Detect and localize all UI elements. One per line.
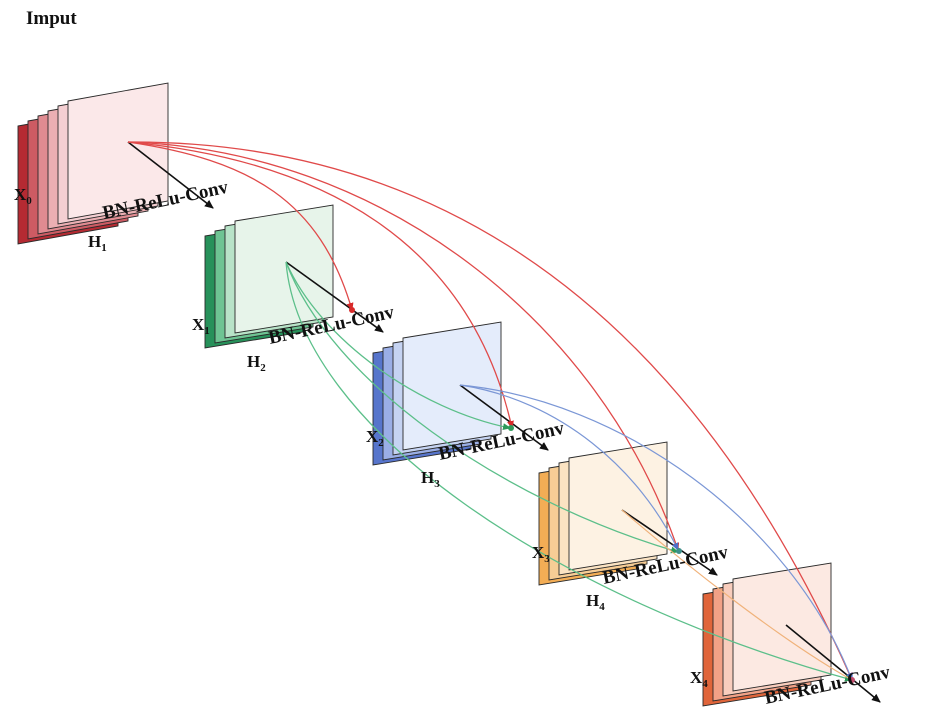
dense-link-x2-out bbox=[459, 384, 853, 681]
seq-arrow-x1-x2 bbox=[285, 261, 384, 333]
feature-stack-x1 bbox=[204, 204, 334, 349]
h1-label: H1 bbox=[88, 232, 107, 254]
sequential-arrows bbox=[127, 141, 881, 703]
x0-label: X0 bbox=[14, 185, 32, 207]
x4-layer-4 bbox=[732, 562, 832, 692]
feature-stack-x2 bbox=[372, 321, 502, 466]
dense-link-x0-h2 bbox=[127, 141, 354, 311]
seq-arrow-x3-x4 bbox=[621, 509, 718, 576]
dense-connections-from-x3 bbox=[621, 509, 853, 681]
seq-arrow-x2-x3 bbox=[459, 384, 549, 451]
dense-link-x0-h4 bbox=[127, 141, 680, 551]
x2-label: X2 bbox=[366, 427, 384, 449]
x2-layer-4 bbox=[402, 321, 502, 451]
dense-link-x3-out bbox=[621, 509, 853, 681]
dense-link-x1-h3 bbox=[285, 261, 511, 431]
junction-h3 bbox=[508, 425, 514, 431]
dense-link-x1-out bbox=[285, 261, 853, 682]
seq-arrow-x0-x1 bbox=[127, 141, 214, 209]
h3-label: H3 bbox=[421, 468, 440, 490]
x3-layer-4 bbox=[568, 441, 668, 571]
junction-h2 bbox=[349, 307, 355, 313]
dense-link-x1-h4 bbox=[285, 261, 679, 554]
junction-h4 bbox=[676, 548, 682, 554]
dense-connections-from-x0 bbox=[127, 141, 853, 681]
dense-link-x2-h4 bbox=[459, 384, 679, 551]
input-feature-stack bbox=[17, 82, 169, 245]
input-title: Imput bbox=[26, 8, 77, 29]
dense-link-x0-out bbox=[127, 141, 853, 681]
x3-label: X3 bbox=[532, 543, 550, 565]
dense-connections-from-x1 bbox=[285, 261, 853, 682]
dense-link-x0-h3 bbox=[127, 141, 514, 429]
dense-connections-from-x2 bbox=[459, 384, 853, 681]
h2-label: H2 bbox=[247, 352, 266, 374]
input-layer-6 bbox=[67, 82, 169, 220]
junction-out bbox=[849, 677, 855, 683]
junction-dots bbox=[349, 307, 855, 683]
h4-label: H4 bbox=[586, 591, 605, 613]
seq-arrow-x4-out bbox=[785, 624, 881, 703]
x1-label: X1 bbox=[192, 315, 210, 337]
feature-stack-x3 bbox=[538, 441, 668, 586]
x4-label: X4 bbox=[690, 668, 708, 690]
